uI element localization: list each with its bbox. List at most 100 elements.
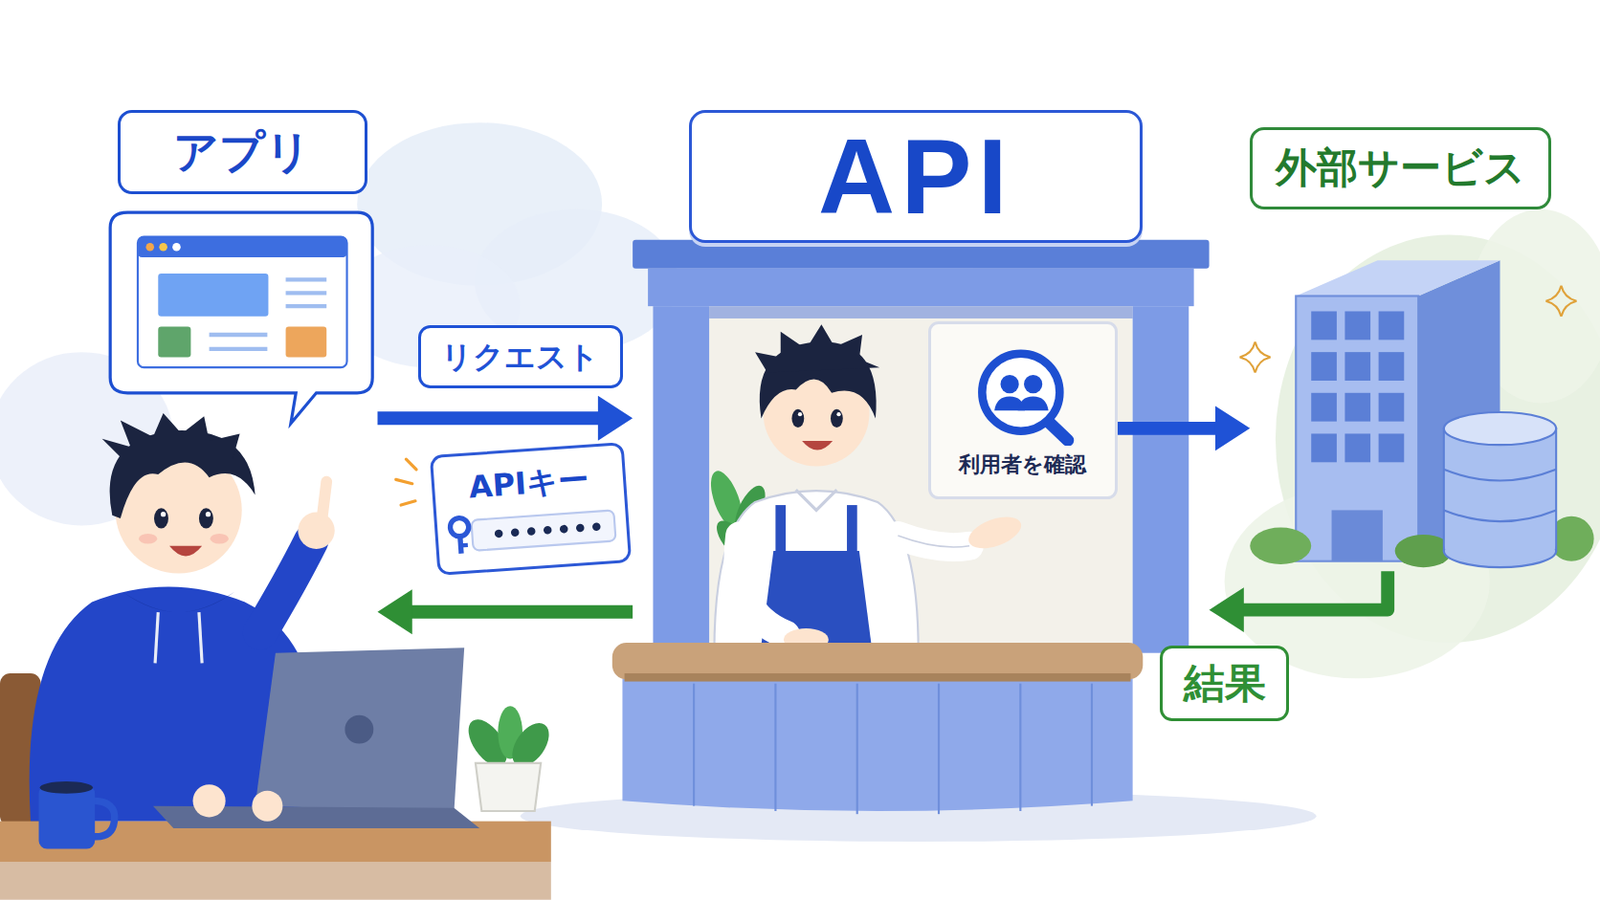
flow-arrow bbox=[1209, 571, 1389, 633]
key-sparkle bbox=[396, 459, 417, 506]
user-person-part bbox=[199, 508, 214, 529]
clerk-person-part bbox=[798, 412, 802, 417]
arrow-head bbox=[1209, 587, 1245, 633]
clerk-person-part bbox=[897, 535, 970, 548]
api-booth-part bbox=[709, 306, 1134, 319]
booth-counter-part bbox=[937, 684, 940, 815]
key-sparkle-part bbox=[400, 501, 416, 506]
key-dots-icon-part bbox=[470, 510, 616, 551]
service-building-part bbox=[1249, 528, 1312, 565]
edge-label: 結果 bbox=[1159, 645, 1289, 722]
clerk-person-part bbox=[964, 511, 1026, 556]
app-bubble-part bbox=[286, 304, 328, 309]
user-person-part bbox=[210, 533, 229, 545]
clerk-person-part bbox=[737, 535, 786, 635]
app-bubble-part bbox=[137, 237, 348, 258]
database-cylinders-part bbox=[1444, 469, 1556, 482]
booth-counter bbox=[612, 643, 1143, 815]
user-person-part bbox=[199, 612, 202, 664]
desk-plant bbox=[461, 706, 557, 812]
clerk-person-part bbox=[775, 505, 786, 556]
api-booth-part bbox=[1133, 306, 1190, 654]
database-cylinders-part bbox=[1444, 428, 1556, 552]
service-building-part bbox=[1378, 433, 1405, 463]
service-building-part bbox=[1295, 260, 1500, 296]
app-bubble-part bbox=[209, 347, 268, 352]
api-booth-part bbox=[647, 268, 1194, 307]
service-building-part bbox=[1311, 311, 1337, 340]
service-building-part bbox=[1344, 393, 1371, 423]
node-text: API bbox=[818, 112, 1014, 241]
coffee-mug-part bbox=[40, 781, 93, 795]
key-dots-icon-part bbox=[592, 522, 601, 532]
laptop-part bbox=[251, 791, 283, 823]
service-building-part bbox=[1311, 352, 1337, 381]
booth-counter-part bbox=[692, 684, 695, 807]
app-bubble-part bbox=[110, 212, 373, 424]
user-person-part bbox=[102, 413, 241, 460]
user-person-part bbox=[205, 511, 211, 517]
key-dots-icon-part bbox=[559, 525, 569, 534]
search-users-icon-part bbox=[1018, 397, 1049, 412]
flow-arrow bbox=[1117, 405, 1251, 451]
user-person-part bbox=[322, 482, 327, 516]
database-cylinders-part bbox=[1444, 412, 1556, 445]
user-person-part bbox=[169, 546, 202, 557]
app-bubble bbox=[110, 212, 373, 424]
key-dots-icon-part bbox=[493, 529, 503, 538]
app-bubble-part bbox=[145, 243, 155, 252]
node-box: API bbox=[688, 110, 1144, 244]
service-building-part bbox=[1378, 393, 1405, 423]
coffee-mug bbox=[39, 781, 115, 849]
app-bubble-part bbox=[172, 243, 181, 252]
node-box: APIキー bbox=[429, 442, 632, 577]
search-users-icon bbox=[961, 343, 1085, 446]
booth-counter-part bbox=[1090, 684, 1093, 807]
node-text: アプリ bbox=[173, 125, 312, 179]
search-users-icon-part bbox=[1023, 375, 1043, 394]
service-building-part bbox=[1378, 311, 1405, 340]
node-box: 外部サービス bbox=[1249, 127, 1552, 209]
arrow-head bbox=[377, 589, 413, 635]
key-dots-icon-part bbox=[526, 527, 535, 536]
clerk-person-part bbox=[713, 490, 918, 654]
database-cylinders-part bbox=[1444, 428, 1556, 550]
user-person-part bbox=[138, 533, 157, 545]
clerk-person-part bbox=[846, 505, 858, 556]
laptop-part bbox=[344, 715, 374, 745]
node-box: 利用者を確認 bbox=[928, 321, 1117, 501]
arrow-line bbox=[377, 411, 600, 425]
app-bubble-part bbox=[286, 277, 328, 282]
laptop-part bbox=[0, 862, 552, 900]
service-node: 外部サービス bbox=[1249, 127, 1556, 572]
booth-counter-part bbox=[774, 684, 777, 812]
user-person-part bbox=[297, 512, 334, 550]
app-bubble-part bbox=[158, 243, 168, 252]
clerk-person-part bbox=[755, 324, 880, 373]
key-dots-icon-part bbox=[510, 528, 519, 537]
service-building-part bbox=[1311, 433, 1337, 463]
service-building-part bbox=[1344, 352, 1371, 381]
flow-arrow bbox=[377, 396, 634, 442]
app-bubble-part bbox=[286, 326, 328, 357]
arrow-line bbox=[1117, 422, 1218, 436]
key-dots-icon-part bbox=[449, 517, 469, 537]
search-users-icon-part bbox=[981, 354, 1060, 432]
app-bubble-part bbox=[286, 290, 328, 295]
laptop bbox=[0, 647, 552, 900]
sparkles-part bbox=[1240, 341, 1271, 373]
database-cylinders-part bbox=[1444, 510, 1556, 522]
clerk-person-part bbox=[791, 409, 804, 428]
key-dots-icon-part bbox=[460, 543, 467, 549]
service-building-part bbox=[1378, 352, 1405, 381]
api-booth bbox=[632, 240, 1209, 654]
app-bubble-part bbox=[157, 326, 191, 357]
laptop-part bbox=[193, 784, 226, 818]
app-bubble-part bbox=[209, 333, 268, 337]
arrow-line bbox=[410, 605, 633, 620]
app-bubble-part bbox=[157, 273, 268, 317]
service-building-part bbox=[1295, 295, 1419, 561]
laptop-part bbox=[255, 647, 466, 812]
api-booth: API 利用者を確認 bbox=[632, 107, 1209, 812]
user-person-part bbox=[155, 612, 158, 664]
